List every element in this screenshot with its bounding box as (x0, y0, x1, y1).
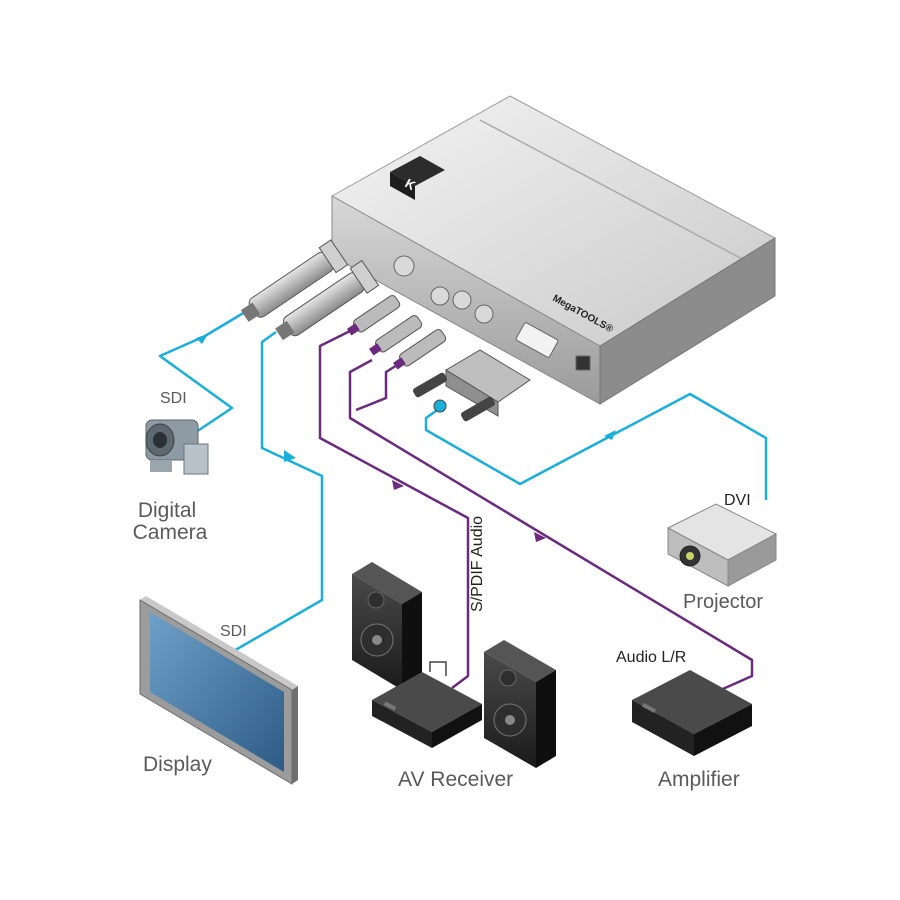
sdi-label-camera: SDI (160, 390, 187, 407)
sdi-cable-display (231, 330, 324, 654)
arrow-dvi (604, 430, 616, 440)
speaker-right-icon (484, 640, 556, 768)
dc-power-port (575, 355, 591, 371)
port-panel (393, 255, 591, 371)
rca-connector-spdif (347, 294, 401, 336)
audio-lr-label: Audio L/R (616, 649, 686, 666)
arrow-audio (534, 532, 546, 542)
spdif-label: S/PDIF Audio (469, 516, 486, 612)
av-receiver-icon (372, 672, 482, 748)
rca-connector-audio-l (369, 314, 423, 356)
device-side (599, 237, 776, 405)
audio-out-port-1 (430, 286, 450, 306)
av-receiver-label: AV Receiver (398, 768, 513, 791)
dvi-label: DVI (724, 492, 751, 509)
audio-cable-l (348, 358, 754, 694)
scaler-device: K MegaTOOLS® (330, 95, 777, 405)
brand-logo: K (390, 156, 445, 200)
dvi-cable (424, 392, 768, 500)
dvi-connector (413, 349, 531, 422)
display-label: Display (143, 753, 212, 776)
device-top-seam (479, 119, 749, 263)
digital-camera-icon (145, 419, 209, 475)
bnc-connector-sdi-out (275, 259, 380, 341)
sdi-cable-camera (158, 310, 246, 434)
projector-icon (666, 503, 778, 587)
audio-out-port-3 (474, 304, 494, 324)
rca-connector-audio-r (393, 328, 447, 370)
projector-label: Projector (683, 591, 763, 613)
audio-out-port-2 (452, 290, 472, 310)
arrow-spdif (392, 480, 404, 490)
camera-label-line2: Camera (133, 521, 208, 544)
spdif-cable (318, 328, 470, 689)
arrow-sdi-display (284, 450, 296, 462)
cables (158, 310, 768, 694)
sdi-out-port (393, 255, 415, 277)
speaker-left-icon (352, 562, 422, 690)
bnc-connector-sdi-in (240, 239, 349, 322)
sdi-label-display: SDI (220, 623, 247, 640)
speaker-wire (429, 661, 447, 676)
audio-cable-r (355, 360, 403, 412)
display-icon (139, 596, 298, 785)
dvi-out-port (515, 322, 559, 358)
camera-label-line1: Digital (138, 499, 196, 522)
amplifier-icon (632, 670, 752, 756)
amplifier-label: Amplifier (658, 768, 740, 791)
connectors (240, 239, 531, 422)
arrow-sdi-camera (196, 334, 208, 344)
